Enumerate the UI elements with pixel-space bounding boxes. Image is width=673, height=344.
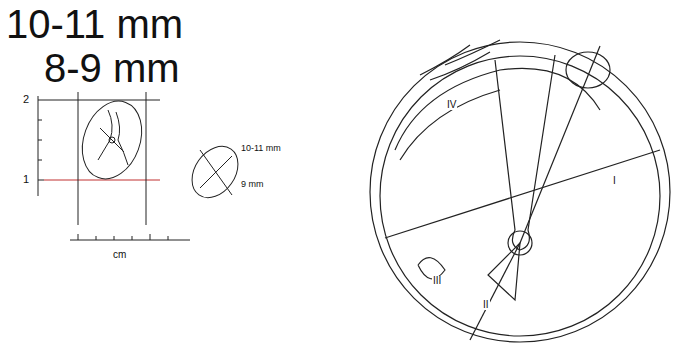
sector-number: III xyxy=(432,276,442,286)
sector-number: I xyxy=(612,176,617,186)
dimension-label: 9 mm xyxy=(240,180,265,189)
scale-number: 1 xyxy=(22,174,30,185)
dimension-heading: 10-11 mm xyxy=(6,4,183,44)
scale-unit: cm xyxy=(112,250,127,260)
dimension-label: 10-11 mm xyxy=(240,144,282,153)
dimension-heading: 8-9 mm xyxy=(44,48,180,88)
scale-number: 2 xyxy=(22,94,30,105)
sector-number: IV xyxy=(446,100,457,110)
sector-number: II xyxy=(482,300,490,310)
